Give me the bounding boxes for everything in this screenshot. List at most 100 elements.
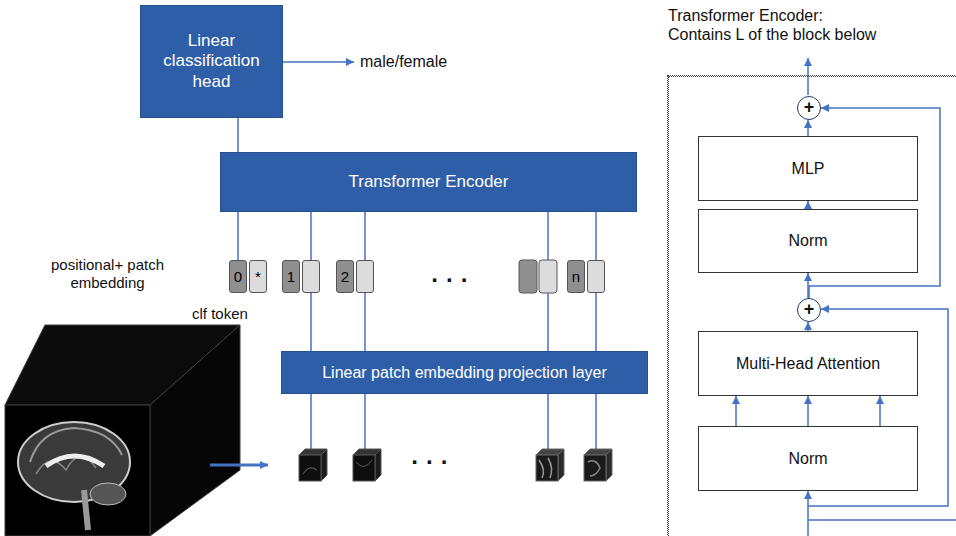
- connector: [807, 322, 809, 331]
- classification-head: Linear classification head: [140, 5, 283, 118]
- token-label: 0: [234, 268, 242, 286]
- cube-front: [584, 455, 606, 481]
- cube-side: [606, 449, 612, 481]
- box-content: Norm: [788, 449, 827, 468]
- cube-side: [321, 449, 327, 481]
- connector: [595, 293, 597, 351]
- volume-side: [150, 325, 240, 536]
- token-pair: 1: [282, 260, 320, 293]
- token-embedding: [302, 260, 320, 293]
- box-content: MLP: [792, 159, 825, 178]
- heading-text: Contains L of the block below: [668, 25, 956, 44]
- heading-text: Transformer Encoder:: [668, 6, 956, 25]
- token-pair: 2: [336, 260, 374, 293]
- box-label: Linear patch embedding projection layer: [322, 363, 607, 382]
- brainstem: [84, 490, 88, 530]
- cube-side: [375, 449, 381, 481]
- patch-wire: [364, 394, 366, 449]
- token-wire: [547, 212, 549, 260]
- token-position: 2: [336, 260, 354, 293]
- token-label: 1: [287, 268, 295, 286]
- box-content: Linear classification head: [151, 31, 272, 92]
- connector: [310, 212, 312, 260]
- token-position: 1: [282, 260, 300, 293]
- connector: [807, 396, 809, 426]
- annotation: positional+ patch embedding: [40, 256, 175, 292]
- patch-wire: [310, 394, 312, 449]
- ellipsis: · · ·: [405, 266, 495, 295]
- connector: [237, 118, 239, 152]
- box-label: Transformer Encoder: [349, 172, 509, 192]
- annotation: clf token: [192, 305, 272, 323]
- cube-front: [299, 455, 321, 481]
- patch-cube: [299, 449, 327, 481]
- patch-cube: [584, 449, 612, 481]
- cube-texture: [539, 458, 552, 478]
- box-label: Multi-Head Attention: [736, 354, 880, 373]
- token-embedding: [539, 260, 557, 293]
- patch-cube: [536, 449, 564, 481]
- residual-wire: [808, 519, 956, 521]
- token-pair: n: [567, 260, 605, 293]
- output-arrow: [283, 61, 354, 63]
- connector: [807, 201, 809, 209]
- connector: [735, 396, 737, 426]
- box-label: Norm: [788, 449, 827, 468]
- corpus-callosum: [46, 456, 104, 466]
- box-content: Transformer Encoder: [349, 172, 509, 192]
- encoder-box: Transformer Encoder: [220, 152, 637, 212]
- attention-box: Multi-Head Attention: [698, 331, 918, 396]
- encoder-block-frame: Transformer Encoder:Contains L of the bl…: [667, 75, 956, 536]
- operator-symbol: +: [804, 97, 815, 119]
- cerebellum: [90, 483, 126, 505]
- frame-heading: Transformer Encoder:Contains L of the bl…: [668, 6, 956, 44]
- patch-cube: [353, 449, 381, 481]
- block-input: [807, 491, 809, 536]
- token-position: n: [567, 260, 585, 293]
- connector: [595, 212, 597, 260]
- cube-texture: [356, 460, 372, 467]
- cube-front: [536, 455, 558, 481]
- cube-texture: [588, 461, 600, 476]
- box-content: +: [804, 97, 815, 119]
- token-embedding: [587, 260, 605, 293]
- connector: [879, 396, 881, 426]
- patch-wire: [595, 394, 597, 449]
- connector: [310, 293, 312, 351]
- operator-symbol: +: [804, 299, 815, 321]
- box-label: MLP: [792, 159, 825, 178]
- add-circle: +: [797, 298, 821, 322]
- connector: [364, 212, 366, 260]
- box-label: Norm: [788, 231, 827, 250]
- projection-layer: Linear patch embedding projection layer: [281, 351, 648, 394]
- box-content: Norm: [788, 231, 827, 250]
- token-embedding: [356, 260, 374, 293]
- mri-volume: [5, 325, 240, 536]
- token-label: *: [255, 268, 261, 286]
- patch-wire: [547, 394, 549, 449]
- cube-side: [558, 449, 564, 481]
- input-arrow: [210, 464, 268, 467]
- box-label: Linear classification head: [151, 31, 272, 92]
- norm-box: Norm: [698, 209, 918, 273]
- token-label: 2: [341, 268, 349, 286]
- connector: [364, 293, 366, 351]
- box-content: +: [804, 299, 815, 321]
- token-label: n: [572, 268, 580, 286]
- volume-front: [5, 405, 150, 536]
- ellipsis: · · ·: [395, 448, 465, 477]
- output-label: male/female: [360, 52, 470, 71]
- token-wire: [547, 293, 549, 351]
- mlp-box: MLP: [698, 136, 918, 201]
- norm-box: Norm: [698, 426, 918, 491]
- token-position: 0: [229, 260, 247, 293]
- add-circle: +: [797, 96, 821, 120]
- cube-front: [353, 455, 375, 481]
- box-content: Linear patch embedding projection layer: [322, 363, 607, 382]
- token-pair: 0*: [229, 260, 267, 293]
- token-embedding: *: [249, 260, 267, 293]
- box-content: Multi-Head Attention: [736, 354, 880, 373]
- token-position: [519, 260, 537, 293]
- connector: [237, 212, 239, 260]
